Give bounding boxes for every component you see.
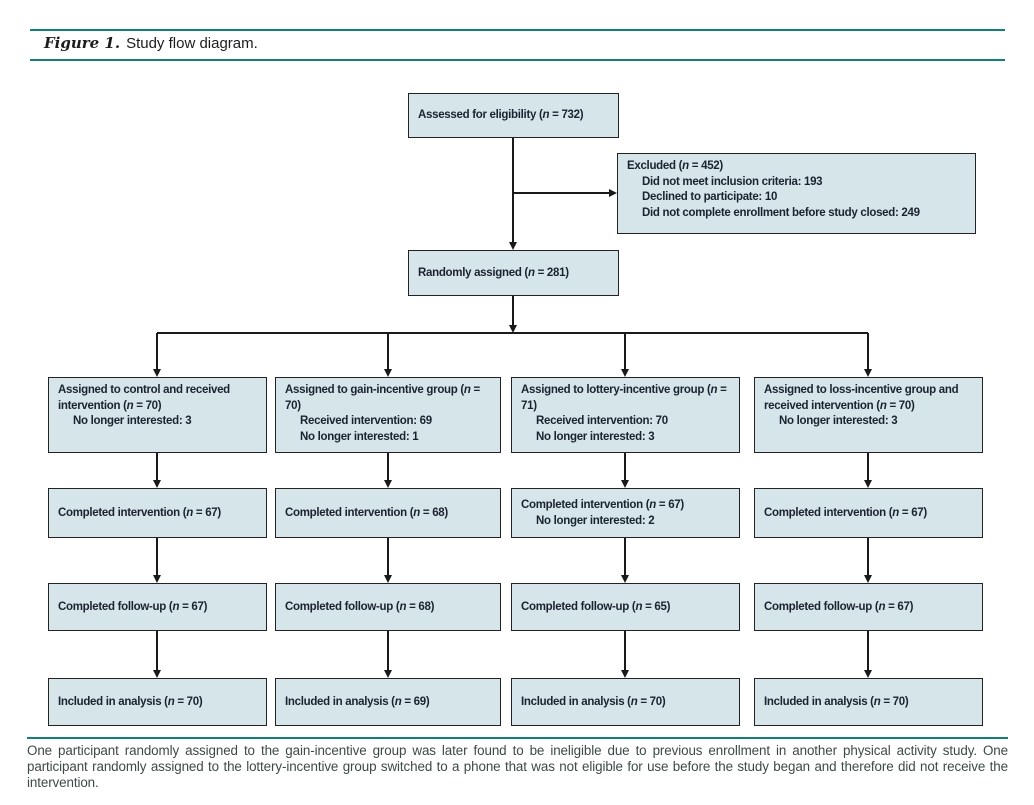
arrowhead-down [863,575,872,583]
box-excluded: Excluded (n = 452) Did not meet inclusio… [617,153,976,234]
arrowhead-down [152,575,161,583]
figure-label: Figure 1. [44,34,121,52]
connector-line [387,538,389,576]
connector-line [156,453,158,481]
figure-caption-text: Study flow diagram. [126,35,258,52]
box-analysis-control: Included in analysis (n = 70) [48,678,267,726]
box-assessed-text: Assessed for eligibility (n = 732) [418,109,584,122]
box-item: No longer interested: 3 [536,430,655,443]
box-title: Included in analysis (n = 70) [764,695,909,708]
box-excluded-item: Did not meet inclusion criteria: 193 [642,175,823,188]
caption-rule [30,59,1005,61]
arrowhead-down [152,369,161,377]
arrowhead-down [620,480,629,488]
arrowhead-down [863,369,872,377]
connector-line [387,631,389,671]
box-analysis-gain: Included in analysis (n = 69) [275,678,501,726]
arrowhead-down [383,575,392,583]
arrowhead-down [508,325,517,333]
arrowhead-right [609,188,617,197]
connector-line [624,453,626,481]
box-title: Included in analysis (n = 70) [58,695,203,708]
box-completed-intervention-lottery: Completed intervention (n = 67) No longe… [511,488,740,538]
arrowhead-down [620,670,629,678]
box-title: Completed follow-up (n = 67) [58,600,208,613]
box-title: Included in analysis (n = 70) [521,695,666,708]
box-analysis-loss: Included in analysis (n = 70) [754,678,983,726]
box-title: Completed follow-up (n = 65) [521,600,671,613]
arrowhead-down [383,670,392,678]
connector-line [156,333,158,370]
arrowhead-down [152,480,161,488]
box-title: Completed intervention (n = 67) [521,498,684,511]
connector-line [624,538,626,576]
box-item: No longer interested: 1 [300,430,419,443]
box-assigned-gain: Assigned to gain-incentive group (n = 70… [275,377,501,453]
box-title: Completed intervention (n = 67) [58,506,221,519]
box-item: Received intervention: 70 [536,415,668,428]
box-item: No longer interested: 3 [73,415,192,428]
connector-line [387,453,389,481]
box-followup-lottery: Completed follow-up (n = 65) [511,583,740,631]
box-excluded-item: Declined to participate: 10 [642,191,778,204]
top-rule [30,29,1005,31]
footnote-rule [27,737,1008,739]
arrowhead-down [508,242,517,250]
box-analysis-lottery: Included in analysis (n = 70) [511,678,740,726]
box-completed-intervention-loss: Completed intervention (n = 67) [754,488,983,538]
box-assigned-control: Assigned to control and received interve… [48,377,267,453]
box-title: Assigned to control and received interve… [58,384,230,412]
box-assigned-lottery: Assigned to lottery-incentive group (n =… [511,377,740,453]
connector-line [867,333,869,370]
connector-line [513,192,609,194]
connector-line [156,538,158,576]
box-title: Completed follow-up (n = 68) [285,600,435,613]
box-excluded-item: Did not complete enrollment before study… [642,206,920,219]
connector-line [512,296,514,326]
box-title: Completed intervention (n = 68) [285,506,448,519]
arrowhead-down [620,369,629,377]
box-excluded-title: Excluded (n = 452) [627,160,723,172]
box-item: Received intervention: 69 [300,415,432,428]
footnote-text: One participant randomly assigned to the… [27,743,1008,790]
connector-line [867,453,869,481]
arrowhead-down [383,480,392,488]
box-randomized: Randomly assigned (n = 281) [408,250,619,296]
box-title: Included in analysis (n = 69) [285,695,430,708]
arrowhead-down [152,670,161,678]
connector-line [387,333,389,370]
connector-line [867,631,869,671]
arrowhead-down [863,670,872,678]
box-randomized-text: Randomly assigned (n = 281) [418,266,569,279]
box-followup-gain: Completed follow-up (n = 68) [275,583,501,631]
connector-line [156,631,158,671]
box-followup-loss: Completed follow-up (n = 67) [754,583,983,631]
box-followup-control: Completed follow-up (n = 67) [48,583,267,631]
box-completed-intervention-gain: Completed intervention (n = 68) [275,488,501,538]
connector-line [624,333,626,370]
box-item: No longer interested: 3 [779,415,898,428]
box-assessed: Assessed for eligibility (n = 732) [408,93,619,138]
box-item: No longer interested: 2 [536,514,655,527]
connector-line [512,138,514,243]
box-assigned-loss: Assigned to loss-incentive group and rec… [754,377,983,453]
box-completed-intervention-control: Completed intervention (n = 67) [48,488,267,538]
connector-line [157,332,868,334]
connector-line [624,631,626,671]
box-title: Completed follow-up (n = 67) [764,600,914,613]
figure-caption: Figure 1. Study flow diagram. [44,34,258,52]
arrowhead-down [863,480,872,488]
box-title: Assigned to gain-incentive group (n = 70… [285,384,480,412]
arrowhead-down [620,575,629,583]
connector-line [867,538,869,576]
box-title: Completed intervention (n = 67) [764,506,927,519]
box-title: Assigned to loss-incentive group and rec… [764,384,959,412]
box-title: Assigned to lottery-incentive group (n =… [521,384,727,412]
arrowhead-down [383,369,392,377]
